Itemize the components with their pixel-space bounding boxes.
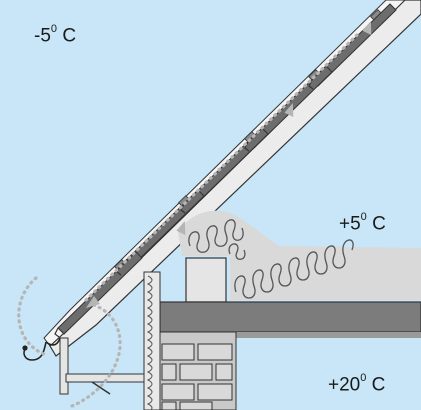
wall-plate <box>185 257 227 303</box>
airflow-arrow-icon <box>86 21 372 308</box>
gutter-tip <box>22 345 28 351</box>
insulation-pattern <box>188 219 354 299</box>
room-temperature-label: +200 C <box>328 372 386 396</box>
wall-insulation-pattern <box>146 275 153 410</box>
soffit-bracket <box>91 381 111 395</box>
fascia-board <box>59 337 69 395</box>
airflow-paths <box>17 30 362 408</box>
attic-temperature-label: +50 C <box>339 211 386 235</box>
wall-insulation <box>143 271 161 410</box>
bricks <box>161 343 233 410</box>
ceiling-underside <box>236 332 421 338</box>
outside-temperature-label: -50 C <box>34 23 77 47</box>
roof-tile-hooks <box>54 79 314 338</box>
gutter-icon <box>23 337 61 361</box>
ceiling-slab <box>159 301 421 333</box>
